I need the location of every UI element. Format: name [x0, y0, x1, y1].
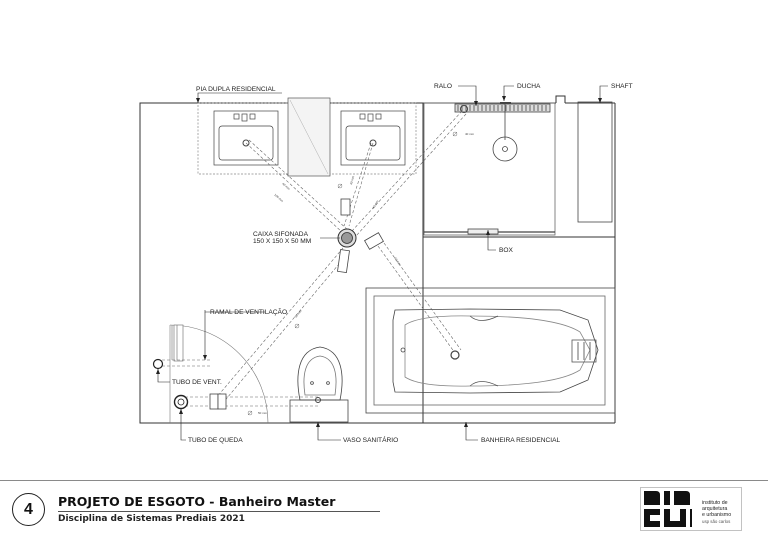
logo-line: usp são carlos	[702, 518, 731, 524]
label-ducha: DUCHA	[517, 83, 541, 90]
pipe-note: 50 mm	[258, 411, 268, 415]
logo-text: instituto de arquitetura e urbanismo usp…	[702, 500, 731, 525]
label-vaso: VASO SANITÁRIO	[343, 435, 398, 444]
pipe-note: 40 mm	[281, 182, 291, 191]
pipe-note: 40 mm	[465, 132, 475, 136]
walls	[139, 95, 616, 424]
pipe-fittings	[209, 198, 460, 410]
page-title: PROJETO DE ESGOTO - Banheiro Master	[58, 494, 336, 509]
logo-line: arquitetura	[702, 506, 728, 513]
pipe-note: 40 mm	[349, 175, 355, 185]
sheet-number: 4	[12, 493, 45, 526]
logo-line: e urbanismo	[702, 512, 732, 519]
tube-drop	[173, 394, 189, 410]
shower-area	[423, 102, 556, 236]
sink-counter	[197, 97, 417, 177]
pipe-note: 100 mm	[273, 193, 284, 204]
logo-line: instituto de	[702, 500, 728, 506]
siphon-box	[337, 228, 357, 248]
label-box: BOX	[499, 247, 514, 254]
footer-divider	[0, 480, 768, 481]
pipe-note: 40 mm	[393, 256, 402, 266]
label-tubo-vent: TUBO DE VENT.	[172, 379, 222, 386]
sink-left	[213, 110, 279, 166]
diameter-symbols	[247, 131, 458, 416]
toilet	[289, 346, 349, 423]
shaft	[577, 101, 613, 223]
leader-arrows	[156, 96, 602, 427]
label-ramal: RAMAL DE VENTILAÇÃO	[210, 307, 287, 316]
floor-plan-drawing: PIA DUPLA RESIDENCIAL RALO DUCHA SHAFT C…	[139, 83, 633, 444]
label-pia: PIA DUPLA RESIDENCIAL	[196, 86, 276, 93]
bathtub	[365, 287, 616, 414]
iau-logo	[640, 487, 742, 531]
pipe-note: 40 mm	[371, 199, 379, 209]
label-shaft: SHAFT	[611, 83, 633, 90]
title-underline	[58, 511, 380, 512]
tube-vent	[152, 358, 164, 370]
label-caixa-line1: CAIXA SIFONADA	[253, 231, 309, 238]
sink-right	[340, 110, 406, 166]
door	[169, 324, 269, 424]
pipe-notes: 40 mm 40 mm 40 mm 40 mm 50 mm 50 mm 40 m…	[258, 132, 475, 415]
label-ralo: RALO	[434, 83, 452, 90]
label-caixa-line2: 150 X 150 X 50 MM	[253, 238, 311, 245]
page-subtitle: Disciplina de Sistemas Prediais 2021	[58, 514, 245, 524]
label-tubo-queda: TUBO DE QUEDA	[188, 437, 243, 444]
pipe-note: 50 mm	[294, 309, 303, 319]
label-banheira: BANHEIRA RESIDENCIAL	[481, 437, 560, 444]
